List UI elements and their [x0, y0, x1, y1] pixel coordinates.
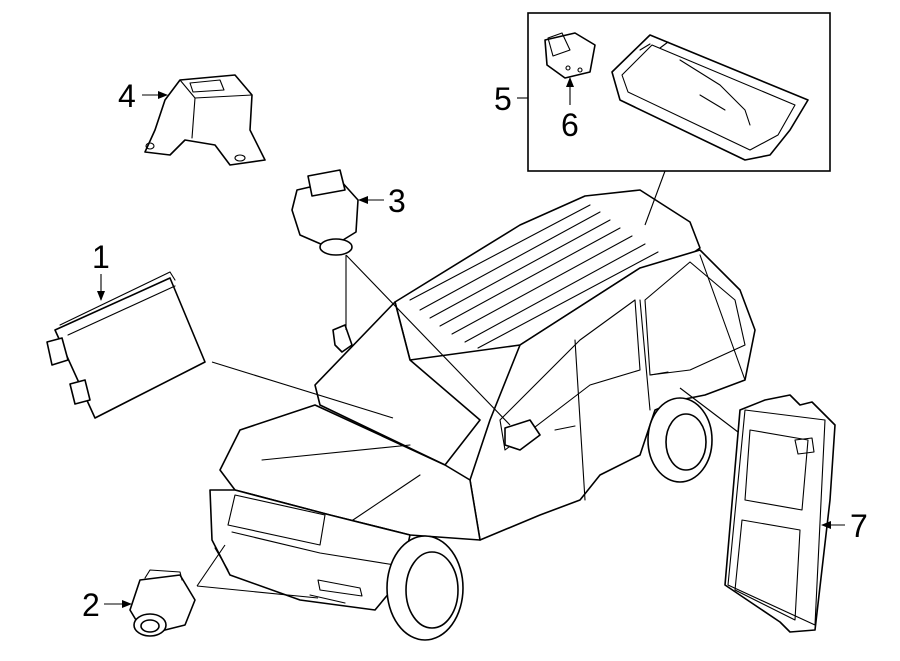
callout-5: 5 — [494, 81, 512, 117]
callout-4: 4 — [118, 78, 136, 114]
callout-2: 2 — [82, 587, 100, 623]
leader-3b — [345, 254, 511, 426]
mounting-tray — [611, 34, 809, 161]
vehicle-illustration — [209, 189, 756, 641]
part-2-camera — [129, 544, 319, 637]
leader-2a — [196, 544, 226, 587]
callout-1: 1 — [92, 239, 110, 275]
rear-wheel — [647, 397, 713, 483]
leader-1-to-vehicle — [211, 361, 394, 419]
part-3-sensor — [291, 169, 511, 426]
callout-7: 7 — [850, 508, 868, 544]
callout-arrows — [97, 77, 845, 608]
part-5-assembly-box — [527, 12, 831, 226]
callout-6: 6 — [561, 107, 579, 143]
part-1-control-module — [46, 271, 394, 419]
front-wheel — [386, 535, 464, 641]
part-6-camera — [544, 32, 596, 79]
part-7-module — [679, 387, 836, 633]
leader-2b — [196, 585, 319, 599]
leader-7-to-vehicle — [679, 387, 739, 433]
callout-labels: 1 2 3 4 5 6 7 — [82, 78, 868, 623]
part-4-bracket-sensor — [144, 74, 266, 166]
callout-3: 3 — [388, 183, 406, 219]
leader-5-to-vehicle — [644, 170, 666, 226]
